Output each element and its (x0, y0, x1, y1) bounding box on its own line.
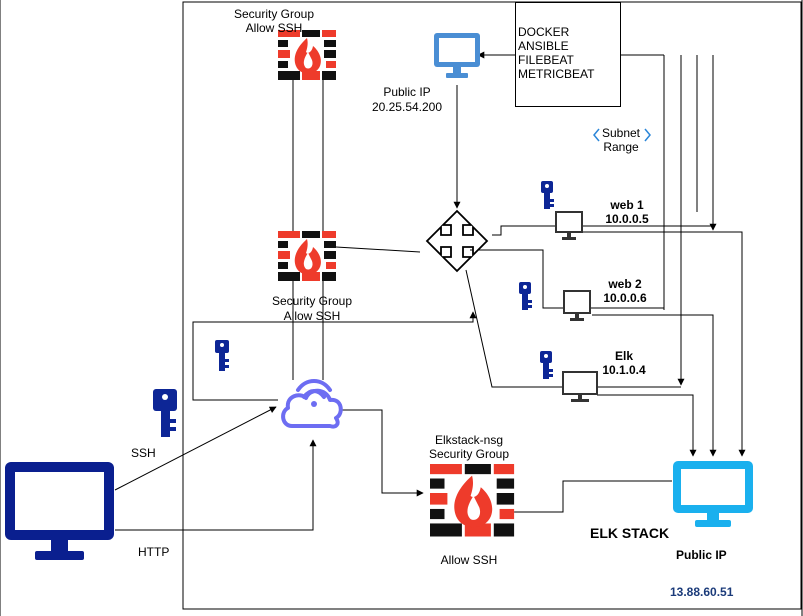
public-ip-top-line-2: 20.25.54.200 (371, 100, 443, 114)
ssh-connector (114, 406, 277, 491)
elk-nsg-line-1: Elkstack-nsg (434, 433, 504, 447)
load-balancer-four-way-arrow-icon (425, 209, 489, 273)
ssh-key-icon (153, 389, 177, 437)
sg-top-label: Security Group Allow SSH (228, 7, 320, 35)
web1-label: web 1 10.0.0.5 (598, 198, 656, 226)
subnet-range-brackets (593, 128, 651, 142)
software-item-filebeat: FILEBEAT (518, 53, 574, 67)
elk-vm-name: Elk (614, 349, 633, 363)
gateway-cloud-wifi-icon (281, 379, 343, 429)
web2-ip: 10.0.0.6 (603, 291, 647, 305)
firewall-icon (278, 231, 336, 281)
elk-server-monitor-icon (673, 461, 753, 527)
subnet-range-line-2: Range (603, 140, 639, 154)
subnet-range-label: Subnet Range (596, 126, 646, 154)
software-item-ansible: ANSIBLE (518, 39, 569, 53)
gateway-to-lb (192, 311, 477, 401)
elk-nsg-label: Elkstack-nsg Security Group (422, 433, 516, 461)
web1-ip: 10.0.0.5 (605, 212, 649, 226)
jumpbox-monitor-icon (434, 33, 480, 78)
public-ip-top-label: Public IP 20.25.54.200 (363, 85, 451, 114)
elk-stack-title: ELK STACK (590, 525, 670, 541)
subnet-range-line-1: Subnet (601, 126, 641, 140)
elk-nsg-allow-label: Allow SSH (440, 553, 498, 567)
sg-top-line-2: Allow SSH (245, 21, 303, 35)
elk-public-ip-value: 13.88.60.51 (670, 585, 734, 599)
web1-to-elk (581, 231, 746, 457)
key-icon (541, 181, 554, 209)
sg-middle-label: Security Group Allow SSH (265, 294, 359, 323)
software-item-metricbeat: METRICBEAT (518, 67, 595, 81)
elk-public-ip-label: Public IP (676, 548, 727, 562)
lb-to-web2 (470, 249, 665, 310)
sg-middle-line-1: Security Group (271, 294, 353, 308)
web2-vm-monitor-icon (563, 290, 591, 321)
ssh-label: SSH (131, 446, 156, 460)
web2-name: web 2 (608, 277, 642, 291)
elk-vm-ip: 10.1.0.4 (602, 363, 646, 377)
gateway-to-elk-nsg (338, 409, 424, 497)
client-monitor-icon (5, 462, 114, 560)
public-ip-top-line-1: Public IP (383, 85, 431, 99)
web2-label: web 2 10.0.0.6 (596, 277, 654, 305)
cloud-boundary (182, 1, 802, 610)
web1-name: web 1 (610, 198, 644, 212)
sg-top-line-1: Security Group (233, 7, 315, 21)
software-list-box: DOCKER ANSIBLE FILEBEAT METRICBEAT (515, 2, 621, 107)
firewall-icon (278, 30, 336, 80)
key-icon (215, 340, 229, 371)
connectors (114, 51, 746, 531)
elk-vm-label: Elk 10.1.0.4 (595, 349, 653, 377)
elk-nsg-to-elk (514, 480, 672, 513)
key-icon (519, 282, 532, 310)
lb-to-elk-vm (465, 269, 681, 388)
lb-to-sg (335, 246, 421, 253)
lb-to-web1 (492, 225, 713, 236)
software-item-docker: DOCKER (518, 25, 570, 39)
http-connector (115, 439, 317, 531)
sg-middle-line-2: Allow SSH (283, 309, 341, 323)
elk-vm-monitor-icon (562, 371, 598, 402)
web1-vm-monitor-icon (555, 211, 583, 240)
web2-to-elk (592, 314, 717, 457)
elk-vm-to-elk (597, 394, 697, 457)
elk-nsg-line-2: Security Group (428, 447, 510, 461)
key-icon (540, 351, 553, 379)
firewall-icon (430, 464, 515, 537)
http-label: HTTP (138, 545, 170, 559)
